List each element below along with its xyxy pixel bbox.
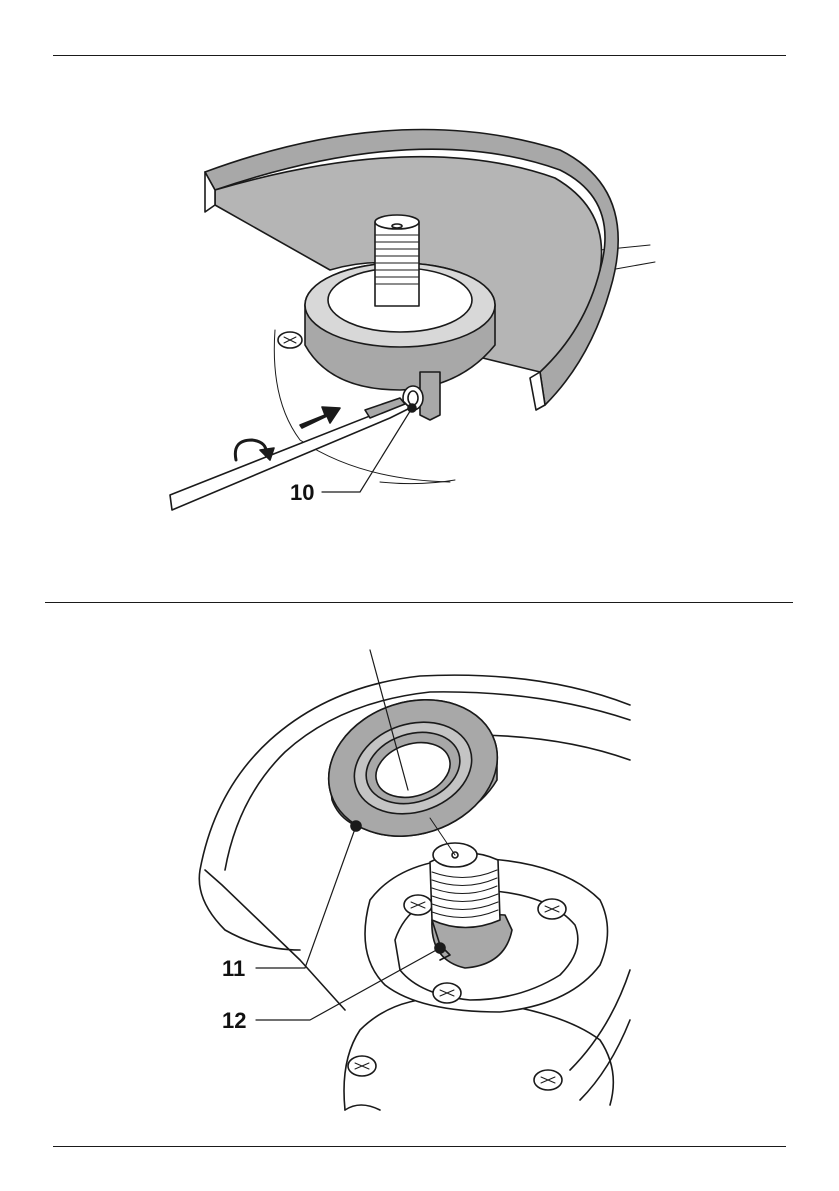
push-arrow-icon (300, 407, 340, 428)
callout-label-11: 11 (222, 958, 245, 980)
flange-nut-illustration (0, 640, 839, 1120)
bottom-divider (53, 1146, 786, 1147)
guard-adjustment-illustration (0, 120, 839, 540)
top-divider (53, 55, 786, 56)
callout-label-12: 12 (222, 1010, 246, 1032)
flange-ring (311, 679, 515, 858)
callout-label-10: 10 (290, 482, 314, 504)
middle-divider (45, 602, 793, 603)
